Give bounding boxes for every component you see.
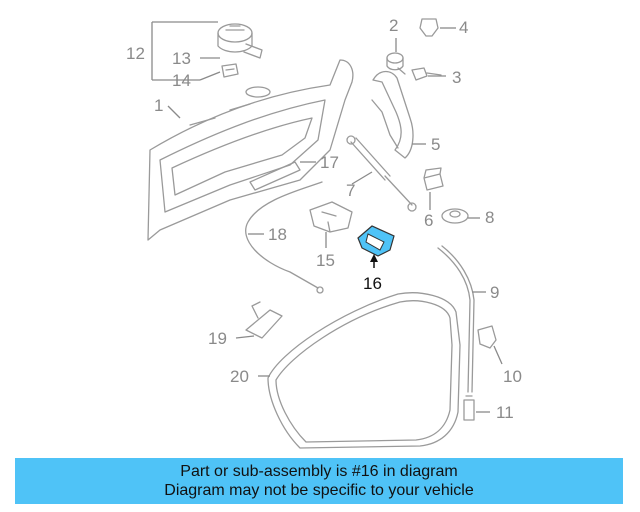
callout-6: 6	[424, 211, 433, 230]
part-16-highlighted	[357, 225, 395, 257]
callout-5: 5	[431, 135, 440, 154]
callout-labels: 1 2 3 4 5 6 7 8 9 10 11 12 13 14 15 16 1…	[126, 16, 522, 422]
banner-line-2: Diagram may not be specific to your vehi…	[164, 482, 474, 499]
callout-7: 7	[346, 181, 355, 200]
part-3-screw	[411, 67, 442, 81]
hinge-detail	[371, 99, 399, 149]
callout-17: 17	[320, 153, 339, 172]
leader-lines	[151, 21, 503, 413]
banner-line-1: Part or sub-assembly is #16 in diagram	[180, 463, 458, 480]
callout-3: 3	[452, 68, 461, 87]
callout-15: 15	[316, 251, 335, 270]
callout-12: 12	[126, 44, 145, 63]
handle-assembly-part	[217, 23, 263, 59]
part-4-clip	[419, 18, 439, 37]
callout-19: 19	[208, 329, 227, 348]
callout-8: 8	[485, 208, 494, 227]
part-19-bracket	[245, 301, 283, 339]
part-17-strip	[249, 161, 301, 191]
part-11-bolt	[463, 395, 475, 421]
info-banner: Part or sub-assembly is #16 in diagram D…	[15, 458, 623, 504]
part-7-gas-strut	[346, 135, 417, 212]
part-10-bracket	[477, 325, 497, 349]
callout-1: 1	[154, 96, 163, 115]
callout-16: 16	[363, 274, 382, 293]
callout-4: 4	[459, 18, 468, 37]
parts-diagram: 1 2 3 4 5 6 7 8 9 10 11 12 13 14 15 16 1…	[126, 16, 522, 449]
callout-10: 10	[503, 367, 522, 386]
callout-11: 11	[496, 403, 514, 422]
part-6-stopper	[423, 167, 444, 191]
callout-14: 14	[172, 71, 191, 90]
part-20-weatherstrip	[267, 292, 461, 449]
callout-20: 20	[230, 367, 249, 386]
part-8-grommet	[441, 208, 469, 224]
part-15-latch	[309, 201, 353, 233]
callout-18: 18	[268, 225, 287, 244]
callout-13: 13	[172, 49, 191, 68]
part-5-hinge	[372, 70, 414, 159]
cable-end	[316, 286, 324, 294]
part-2-bumper	[386, 52, 406, 75]
callout-9: 9	[490, 283, 499, 302]
trunk-lid-part	[147, 59, 354, 241]
part-14-clip	[221, 63, 239, 78]
callout-2: 2	[389, 16, 398, 35]
part-9-rod	[437, 245, 475, 393]
part-18-cable	[245, 181, 323, 289]
